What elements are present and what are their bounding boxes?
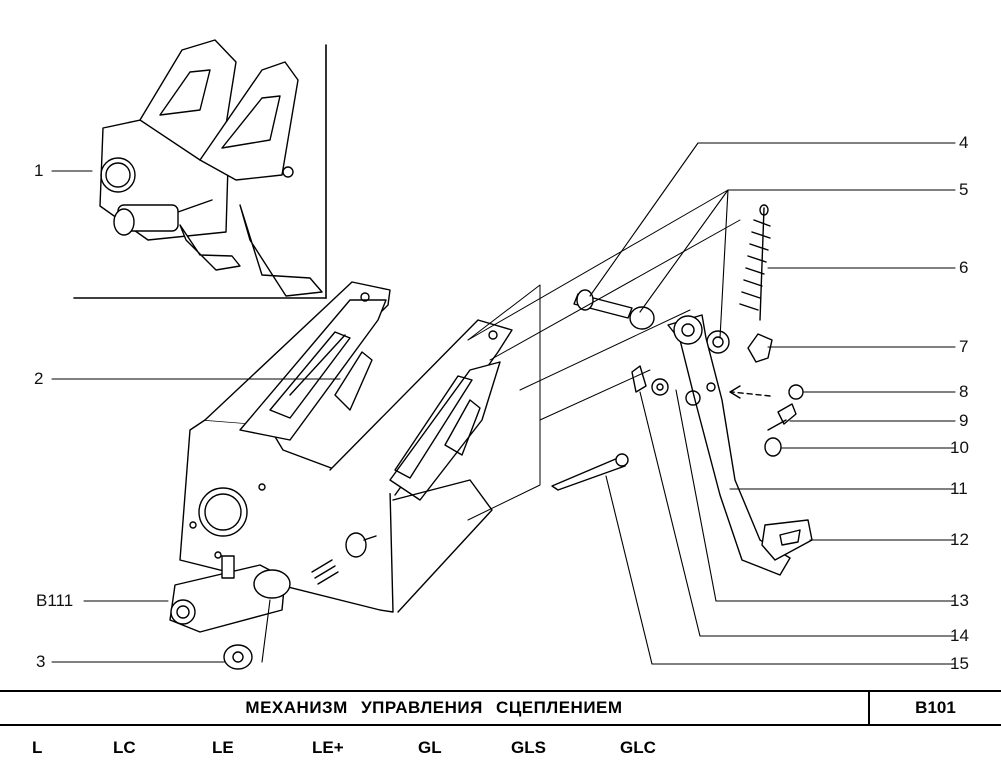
- model-le[interactable]: LE: [212, 738, 234, 757]
- callout-9: 9: [959, 411, 969, 430]
- callout-12: 12: [950, 530, 969, 549]
- callout-b111: B111: [36, 591, 74, 610]
- callout-6: 6: [959, 258, 969, 277]
- callout-5: 5: [959, 180, 969, 199]
- callout-15: 15: [950, 654, 969, 673]
- inset-assembly-view: [73, 39, 327, 299]
- callout-14: 14: [950, 626, 969, 645]
- callout-11: 11: [950, 479, 968, 498]
- page-title: МЕХАНИЗМ УПРАВЛЕНИЯ СЦЕПЛЕНИЕМ: [245, 698, 623, 717]
- model-glc[interactable]: GLC: [620, 738, 656, 757]
- model-gl[interactable]: GL: [418, 738, 442, 757]
- callout-10: 10: [950, 438, 969, 457]
- leader-lines: [51, 142, 956, 665]
- callout-4: 4: [959, 133, 969, 152]
- callout-1: 1: [34, 161, 44, 180]
- title-bar: МЕХАНИЗМ УПРАВЛЕНИЯ СЦЕПЛЕНИЕМ B101: [0, 690, 1001, 726]
- callout-7: 7: [959, 337, 969, 356]
- model-l[interactable]: L: [32, 738, 43, 757]
- callout-3: 3: [36, 652, 46, 671]
- pedal-bracket-assembly: [169, 281, 513, 670]
- model-lc[interactable]: LC: [113, 738, 136, 757]
- model-gls[interactable]: GLS: [511, 738, 546, 757]
- alignment-lines: [467, 189, 741, 521]
- section-code: B101: [915, 698, 956, 717]
- title-divider: [868, 692, 870, 724]
- pedal-parts: [551, 204, 813, 576]
- exploded-parts-diagram: [51, 39, 956, 670]
- model-list: L LC LE LE+ GL GLS GLC: [0, 734, 1001, 766]
- model-le-plus[interactable]: LE+: [312, 738, 344, 757]
- callout-2: 2: [34, 369, 44, 388]
- callout-8: 8: [959, 382, 969, 401]
- callout-13: 13: [950, 591, 969, 610]
